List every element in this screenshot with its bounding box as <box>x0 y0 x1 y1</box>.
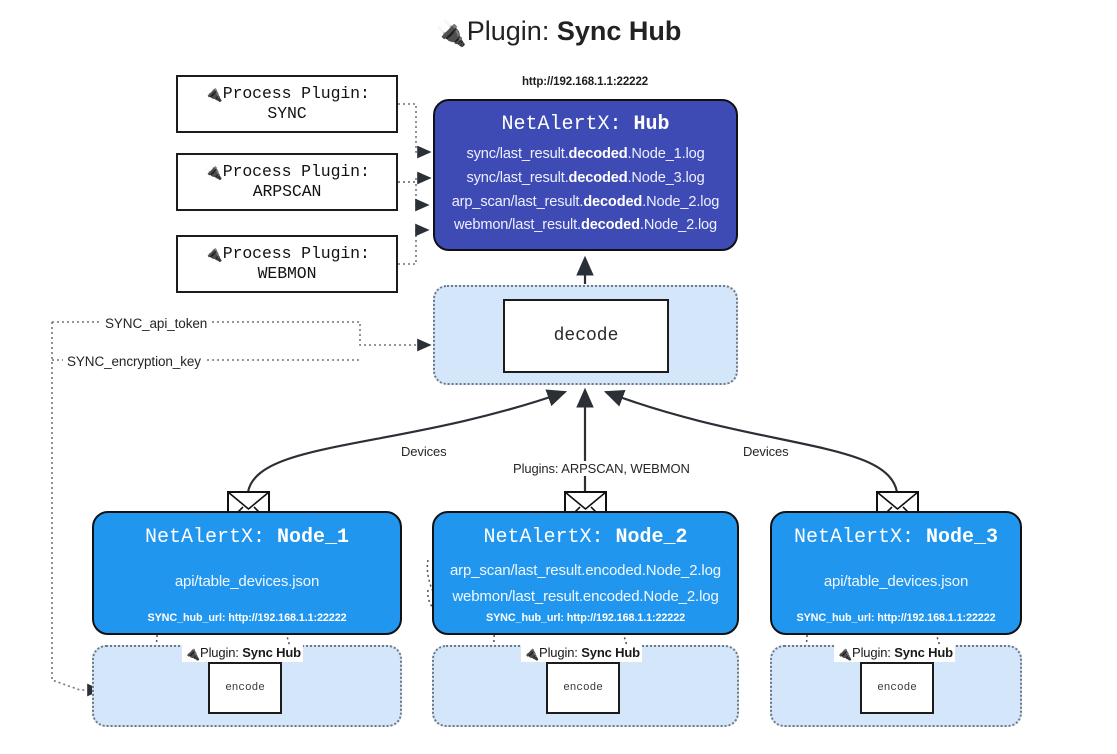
plug-icon: 🔌 <box>184 646 201 661</box>
process-plugin-label: 🔌Process Plugin: <box>204 244 370 264</box>
page-title-prefix: Plugin: <box>466 16 557 46</box>
encode-box-node-2[interactable]: encode <box>546 662 620 714</box>
plug-icon: 🔌 <box>204 163 223 181</box>
node-title-name: Node_1 <box>277 526 350 549</box>
node-hub-url: SYNC_hub_url: http://192.168.1.1:22222 <box>796 612 996 624</box>
edge-label-devices-left: Devices <box>396 444 452 459</box>
plugin-tag-node-3: 🔌Plugin: Sync Hub <box>834 645 955 662</box>
encode-box-node-1[interactable]: encode <box>208 662 282 714</box>
node-log-line: api/table_devices.json <box>823 573 969 590</box>
plug-icon: 🔌 <box>523 646 540 661</box>
process-plugin-line2: WEBMON <box>257 264 317 284</box>
hub-log-line: webmon/last_result.decoded.Node_2.log <box>454 217 717 234</box>
node-hub-url: SYNC_hub_url: http://192.168.1.1:22222 <box>147 612 347 624</box>
node-box-node-1[interactable]: NetAlertX: Node_1 api/table_devices.json… <box>92 511 402 635</box>
edge-label-plugins-center: Plugins: ARPSCAN, WEBMON <box>508 461 695 476</box>
secret-label-encryption-key: SYNC_encryption_key <box>63 354 205 369</box>
decode-box[interactable]: decode <box>503 299 669 373</box>
plugin-tag-node-2: 🔌Plugin: Sync Hub <box>521 645 642 662</box>
process-plugin-label: 🔌Process Plugin: <box>204 162 370 182</box>
page-title-name: Sync Hub <box>556 16 682 46</box>
hub-log-line: sync/last_result.decoded.Node_1.log <box>466 146 705 162</box>
plug-icon: 🔌 <box>204 85 223 103</box>
node-title-name: Node_3 <box>926 526 999 549</box>
hub-log-line: sync/last_result.decoded.Node_3.log <box>466 169 705 186</box>
hub-title-name: Hub <box>633 113 670 136</box>
node-log-line: api/table_devices.json <box>174 573 320 590</box>
node-box-node-3[interactable]: NetAlertX: Node_3 api/table_devices.json… <box>770 511 1022 635</box>
hub-url-label: http://192.168.1.1:22222 <box>521 76 649 88</box>
process-plugin-box-arpscan[interactable]: 🔌Process Plugin: ARPSCAN <box>176 153 398 211</box>
process-plugin-line1: Process Plugin: <box>222 83 370 103</box>
node-title-name: Node_2 <box>615 526 688 549</box>
process-plugin-box-webmon[interactable]: 🔌Process Plugin: WEBMON <box>176 235 398 293</box>
plug-icon: 🔌 <box>435 20 467 48</box>
hub-log-line: arp_scan/last_result.decoded.Node_2.log <box>451 193 720 210</box>
process-plugin-line2: SYNC <box>267 104 307 124</box>
hub-title: NetAlertX: Hub <box>435 113 736 136</box>
node-hub-url: SYNC_hub_url: http://192.168.1.1:22222 <box>485 612 686 624</box>
process-plugin-label: 🔌Process Plugin: <box>204 84 370 104</box>
node-title: NetAlertX: Node_3 <box>793 526 999 549</box>
node-log-line: webmon/last_result.encoded.Node_2.log <box>452 587 719 605</box>
plug-icon: 🔌 <box>836 646 853 661</box>
node-box-node-2[interactable]: NetAlertX: Node_2 arp_scan/last_result.e… <box>432 511 739 635</box>
hub-title-prefix: NetAlertX: <box>501 113 634 136</box>
process-plugin-line1: Process Plugin: <box>222 243 370 263</box>
encode-box-node-3[interactable]: encode <box>860 662 934 714</box>
process-plugin-box-sync[interactable]: 🔌Process Plugin: SYNC <box>176 75 398 133</box>
edge-label-devices-right: Devices <box>738 444 794 459</box>
process-plugin-line1: Process Plugin: <box>222 161 370 181</box>
plug-icon: 🔌 <box>204 245 223 263</box>
plugin-tag-node-1: 🔌Plugin: Sync Hub <box>182 645 303 662</box>
node-title: NetAlertX: Node_2 <box>483 526 688 549</box>
process-plugin-line2: ARPSCAN <box>252 182 322 202</box>
secret-label-api-token: SYNC_api_token <box>101 316 212 331</box>
node-title: NetAlertX: Node_1 <box>144 526 350 549</box>
hub-node[interactable]: NetAlertX: Hub sync/last_result.decoded.… <box>433 99 738 251</box>
page-title: 🔌Plugin: Sync Hub <box>0 16 1117 49</box>
node-log-line: arp_scan/last_result.encoded.Node_2.log <box>449 562 721 579</box>
